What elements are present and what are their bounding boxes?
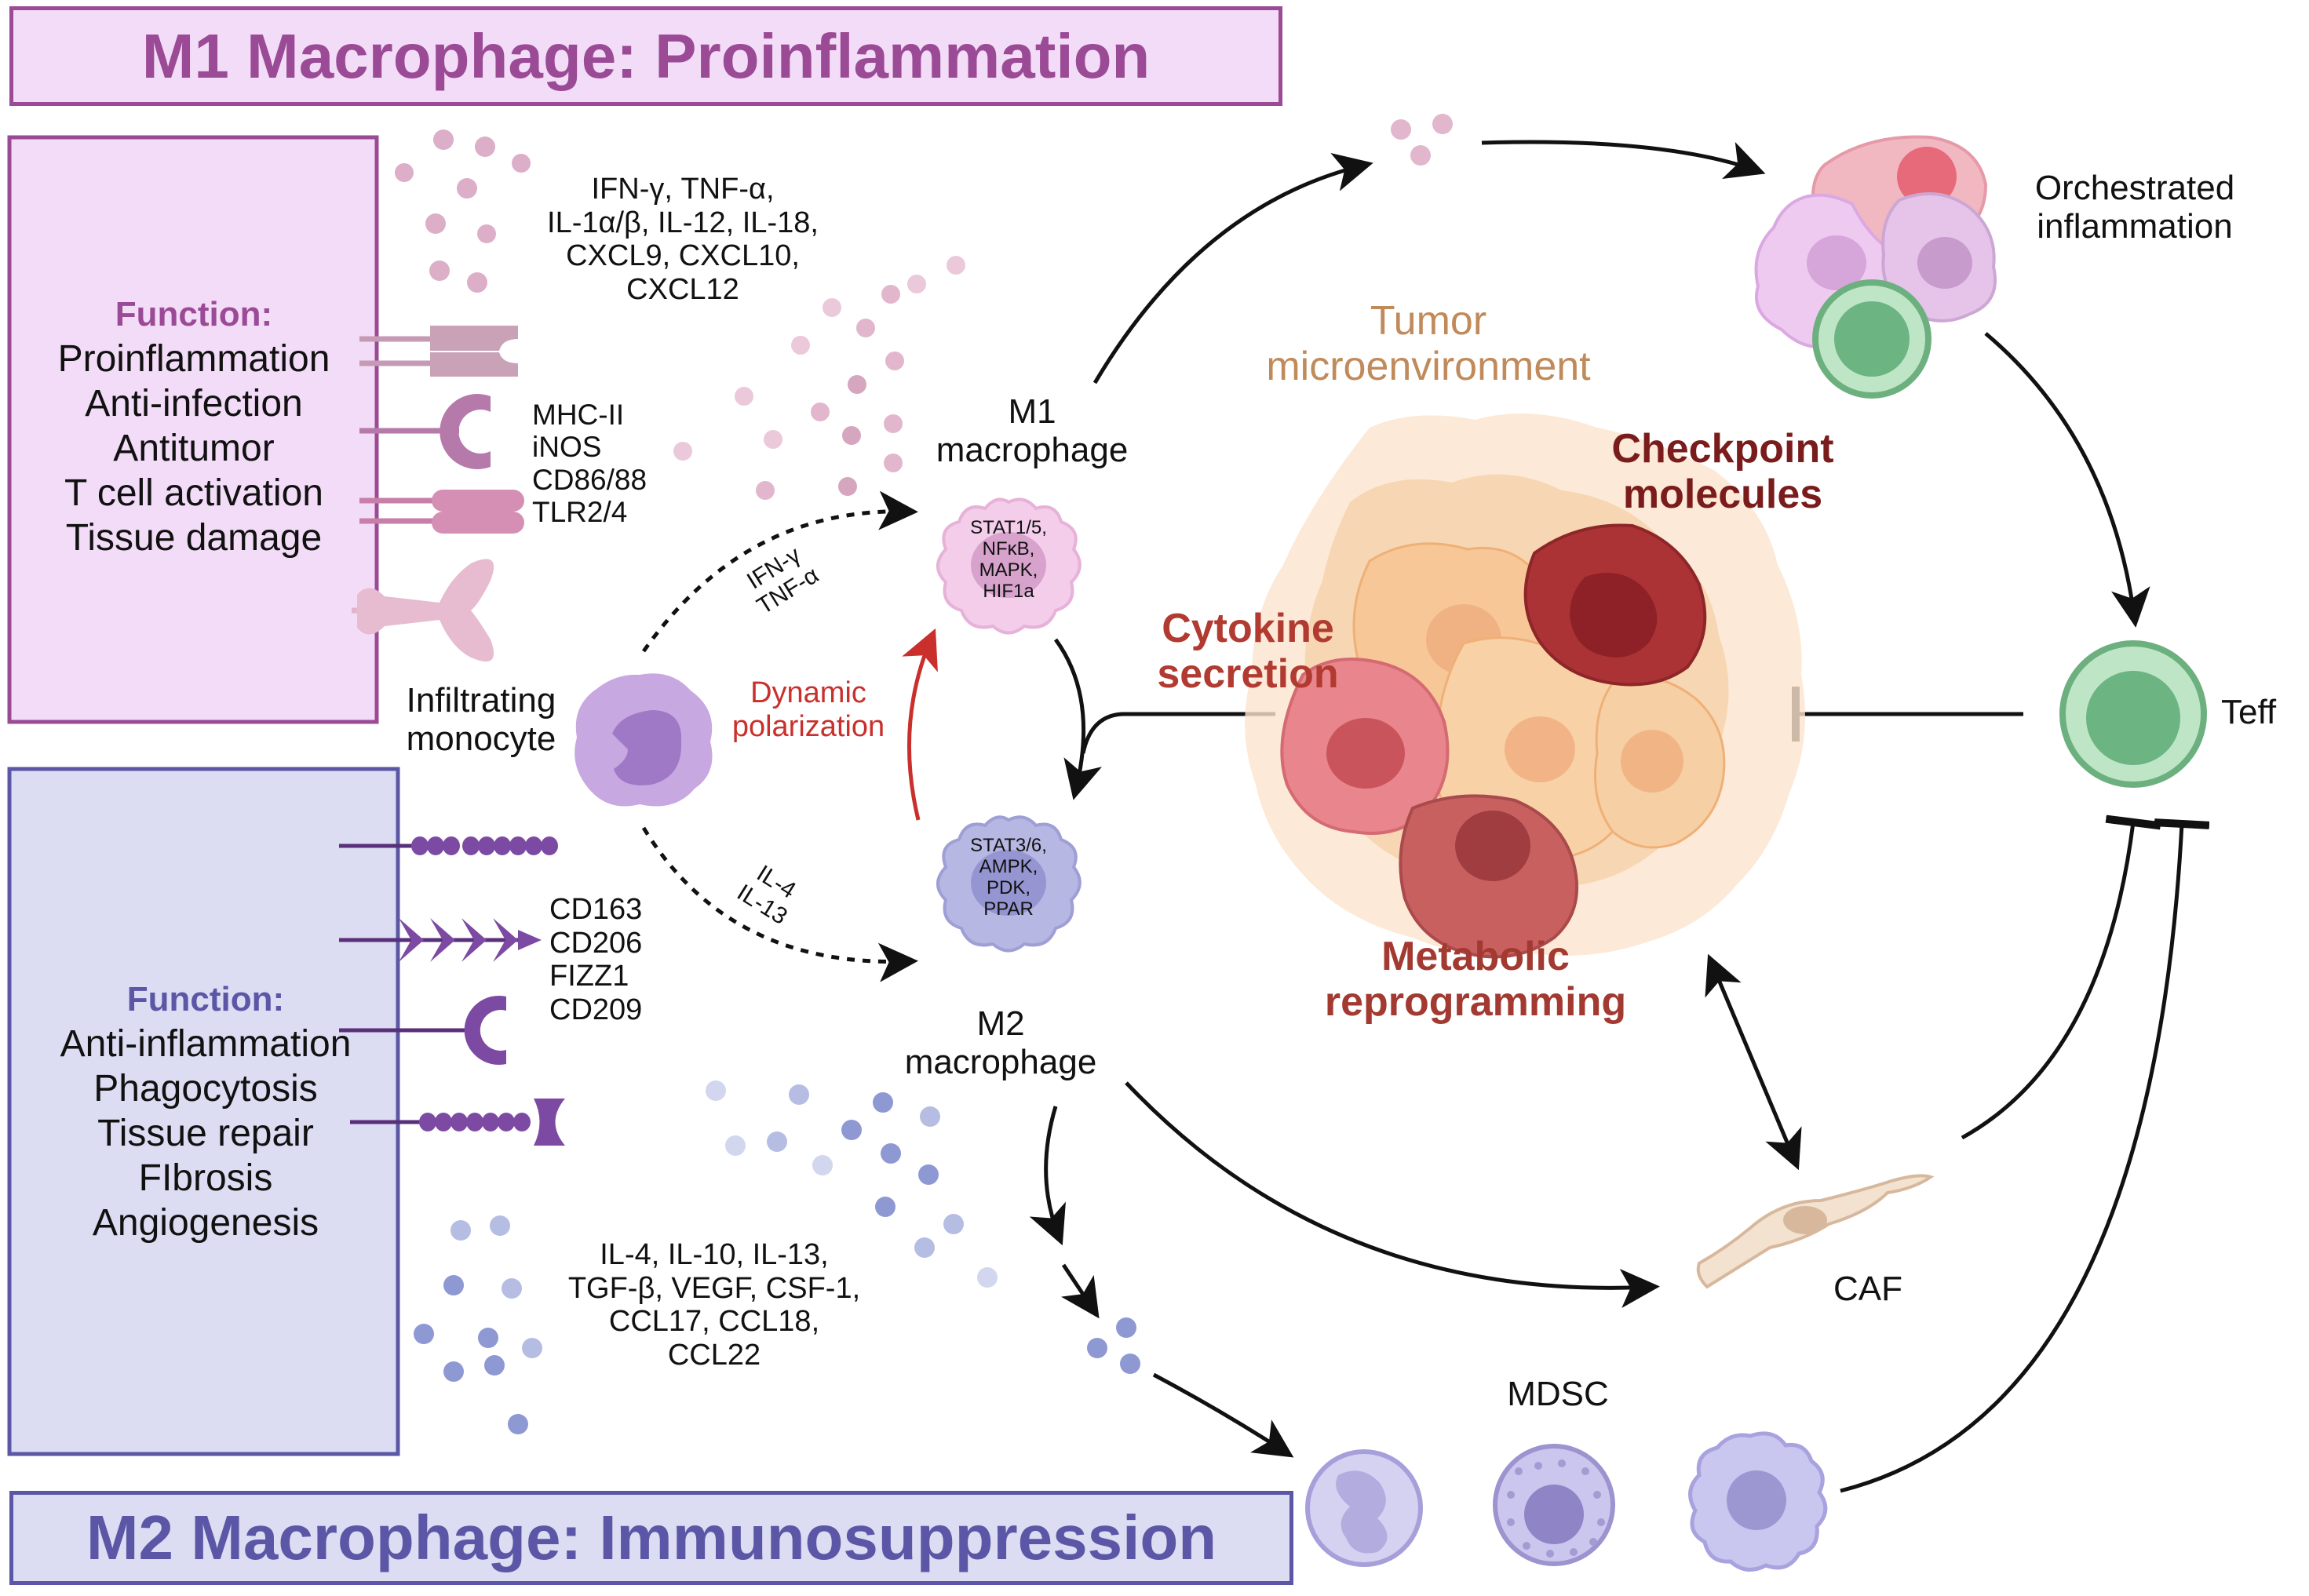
- teff-cell: [2059, 640, 2207, 788]
- receptor-beads-crescent-icon: [350, 1099, 565, 1146]
- m2-function-box: [7, 767, 400, 1456]
- receptor-icon: [359, 326, 518, 377]
- cytokine-secretion-label: Cytokine secretion: [1157, 606, 1339, 698]
- receptor-beads-icon: [339, 836, 558, 855]
- cytokines-to-inflammation-arrow: [1481, 140, 1766, 180]
- receptor-branched-icon: [352, 559, 494, 662]
- dynamic-polarization-arrow: [902, 628, 938, 821]
- orchestrated-inflammation-cells: [1754, 135, 1997, 399]
- m2-macrophage-label: M2 macrophage: [904, 1004, 1097, 1082]
- m2-function-item: Phagocytosis: [93, 1068, 318, 1110]
- m1-function-item: Proinflammation: [57, 338, 330, 380]
- dynamic-polarization-label: Dynamic polarization: [731, 676, 885, 743]
- metabolic-reprogramming-label: Metabolic reprogramming: [1324, 934, 1627, 1026]
- receptor-crescent-icon: [339, 996, 506, 1066]
- m1-pathways-text: STAT1/5, NFκB, MAPK, HIF1a: [970, 517, 1047, 602]
- m2-to-caf-arrow: [1125, 1081, 1660, 1308]
- m1-banner-title: M1 Macrophage: Proinflammation: [141, 20, 1151, 91]
- mdsc-inhibits-teff-line: [1840, 818, 2210, 1493]
- m1-cytokines-text: IFN-γ, TNF-α, IL-1α/β, IL-12, IL-18, CXC…: [547, 173, 819, 306]
- m1-markers-text: MHC-II iNOS CD86/88 TLR2/4: [532, 399, 647, 529]
- m2-function-item: Tissue repair: [97, 1113, 314, 1154]
- m1-to-cytokines-arrow: [1092, 152, 1373, 384]
- m1-to-m2-arrow: [1053, 638, 1102, 800]
- monocyte-to-m2-arrow: [641, 826, 918, 982]
- m2-function-item: FIbrosis: [138, 1157, 273, 1199]
- m2-receptors: [339, 836, 565, 1146]
- dots-to-mdsc-arrow-short: [1061, 1263, 1100, 1319]
- m1-function-item: Tissue damage: [65, 517, 323, 559]
- m2-banner-title: M2 Macrophage: Immunosuppression: [86, 1503, 1217, 1572]
- caf-inhibits-teff-line: [1961, 814, 2161, 1140]
- m1-function-heading: Function:: [115, 295, 273, 333]
- monocyte-label: Infiltrating monocyte: [406, 681, 556, 759]
- tumor-microenvironment-label: Tumor microenvironment: [1266, 298, 1591, 390]
- inflammation-to-teff-arrow: [1984, 332, 2150, 628]
- receptor-cd206-icon: [339, 918, 542, 962]
- receptor-tlr-icon: [359, 490, 524, 534]
- m2-banner: M2 Macrophage: Immunosuppression: [9, 1491, 1293, 1585]
- m1-receptors: [352, 326, 524, 662]
- mdsc-cells: [1305, 1431, 1828, 1572]
- m2-macrophage-cell: [936, 815, 1082, 953]
- monocyte-cell: [575, 673, 713, 807]
- m2-cytokine-dots: [414, 1080, 1140, 1434]
- monocyte-to-m1-arrow: [641, 490, 918, 653]
- m2-to-dots-arrow: [1029, 1106, 1066, 1246]
- checkpoint-molecules-label: Checkpoint molecules: [1611, 426, 1834, 518]
- m1-function-list: Function: Proinflammation Anti-infection…: [25, 292, 363, 560]
- receptor-crescent-icon: [359, 394, 491, 469]
- m1-function-box: [7, 135, 379, 724]
- m2-function-heading: Function:: [126, 980, 285, 1018]
- mdsc-label: MDSC: [1507, 1375, 1609, 1413]
- m1-function-item: T cell activation: [64, 472, 323, 514]
- teff-label: Teff: [2221, 693, 2277, 731]
- m1-cytokine-dots: [395, 114, 1453, 500]
- mdsc-cell: [1493, 1444, 1615, 1566]
- orchestrated-inflammation-label: Orchestrated inflammation: [2034, 169, 2235, 246]
- m1-banner: M1 Macrophage: Proinflammation: [9, 6, 1282, 106]
- tumor-cluster: [1245, 414, 1805, 959]
- m2-function-list: Function: Anti-inflammation Phagocytosis…: [25, 977, 386, 1245]
- m2-function-item: Angiogenesis: [92, 1202, 319, 1244]
- m1-macrophage-label: M1 macrophage: [936, 392, 1129, 470]
- m2-function-item: Anti-inflammation: [60, 1023, 352, 1065]
- m1-function-item: Antitumor: [113, 428, 275, 469]
- dots-to-mdsc-arrow: [1152, 1372, 1294, 1458]
- m2-markers-text: CD163 CD206 FIZZ1 CD209: [549, 893, 643, 1026]
- mdsc-cell: [1688, 1431, 1828, 1572]
- m1-macrophage-cell: [936, 497, 1082, 635]
- m2-cytokines-text: IL-4, IL-10, IL-13, TGF-β, VEGF, CSF-1, …: [567, 1238, 861, 1372]
- mdsc-cell: [1305, 1449, 1423, 1567]
- tumor-caf-double-arrow: [1705, 953, 1802, 1171]
- caf-cell: [1696, 1174, 1935, 1289]
- m1-function-item: Anti-infection: [85, 383, 303, 425]
- tumor-to-m2-line: [1081, 712, 1275, 754]
- m2-pathways-text: STAT3/6, AMPK, PDK, PPAR: [970, 835, 1047, 920]
- caf-label: CAF: [1833, 1270, 1902, 1308]
